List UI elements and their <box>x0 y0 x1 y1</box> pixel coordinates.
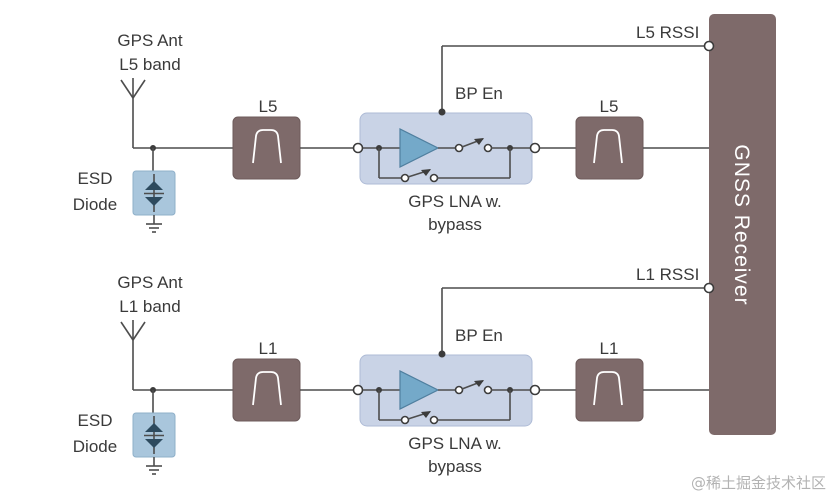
lna-label-line1: GPS LNA w. <box>408 192 502 211</box>
input-filter-label: L1 <box>259 339 278 358</box>
output-filter-block <box>575 358 644 422</box>
input-filter-label: L5 <box>259 97 278 116</box>
watermark: @稀土掘金技术社区 <box>691 474 826 492</box>
esd-label-line2: Diode <box>73 195 117 214</box>
output-filter-block <box>575 116 644 180</box>
ground-symbol <box>146 465 162 475</box>
output-filter-label: L1 <box>600 339 619 358</box>
antenna-label-line1: GPS Ant <box>117 273 182 292</box>
bandpass-filter-icon <box>252 371 282 406</box>
antenna-symbol <box>120 320 146 390</box>
ground-symbol <box>146 223 162 233</box>
antenna-label-line2: L1 band <box>119 297 180 316</box>
bandpass-filter-icon <box>252 129 282 164</box>
gnss-receiver-block <box>709 14 776 435</box>
esd-diode-symbol <box>132 412 176 458</box>
antenna-label-line1: GPS Ant <box>117 31 182 50</box>
bandpass-filter-icon <box>593 371 623 406</box>
input-filter-block <box>232 116 301 180</box>
esd-label-line1: ESD <box>78 169 113 188</box>
esd-label-line2: Diode <box>73 437 117 456</box>
input-filter-block <box>232 358 301 422</box>
rssi-label: L1 RSSI <box>636 265 699 284</box>
amplifier-icon <box>399 370 440 410</box>
lna-input-port <box>352 142 364 154</box>
antenna-label-line2: L5 band <box>119 55 180 74</box>
output-filter-label: L5 <box>600 97 619 116</box>
bandpass-filter-icon <box>593 129 623 164</box>
lna-label-line2: bypass <box>428 215 482 234</box>
chain-l1: GPS Ant L1 band ESD Diode L1 <box>73 265 715 476</box>
esd-label-line1: ESD <box>78 411 113 430</box>
lna-input-port <box>352 384 364 396</box>
lna-output-port <box>529 384 541 396</box>
lna-output-port <box>529 142 541 154</box>
lna-label-line1: GPS LNA w. <box>408 434 502 453</box>
esd-diode-symbol <box>132 170 176 216</box>
chain-l5: GPS Ant L5 band ESD Diode L5 <box>73 23 715 234</box>
gnss-receiver-label: GNSS Receiver <box>730 144 753 305</box>
rssi-label: L5 RSSI <box>636 23 699 42</box>
antenna-symbol <box>120 78 146 148</box>
amplifier-icon <box>399 128 440 168</box>
lna-label-line2: bypass <box>428 457 482 476</box>
bp-en-label: BP En <box>455 84 503 103</box>
bp-en-label: BP En <box>455 326 503 345</box>
